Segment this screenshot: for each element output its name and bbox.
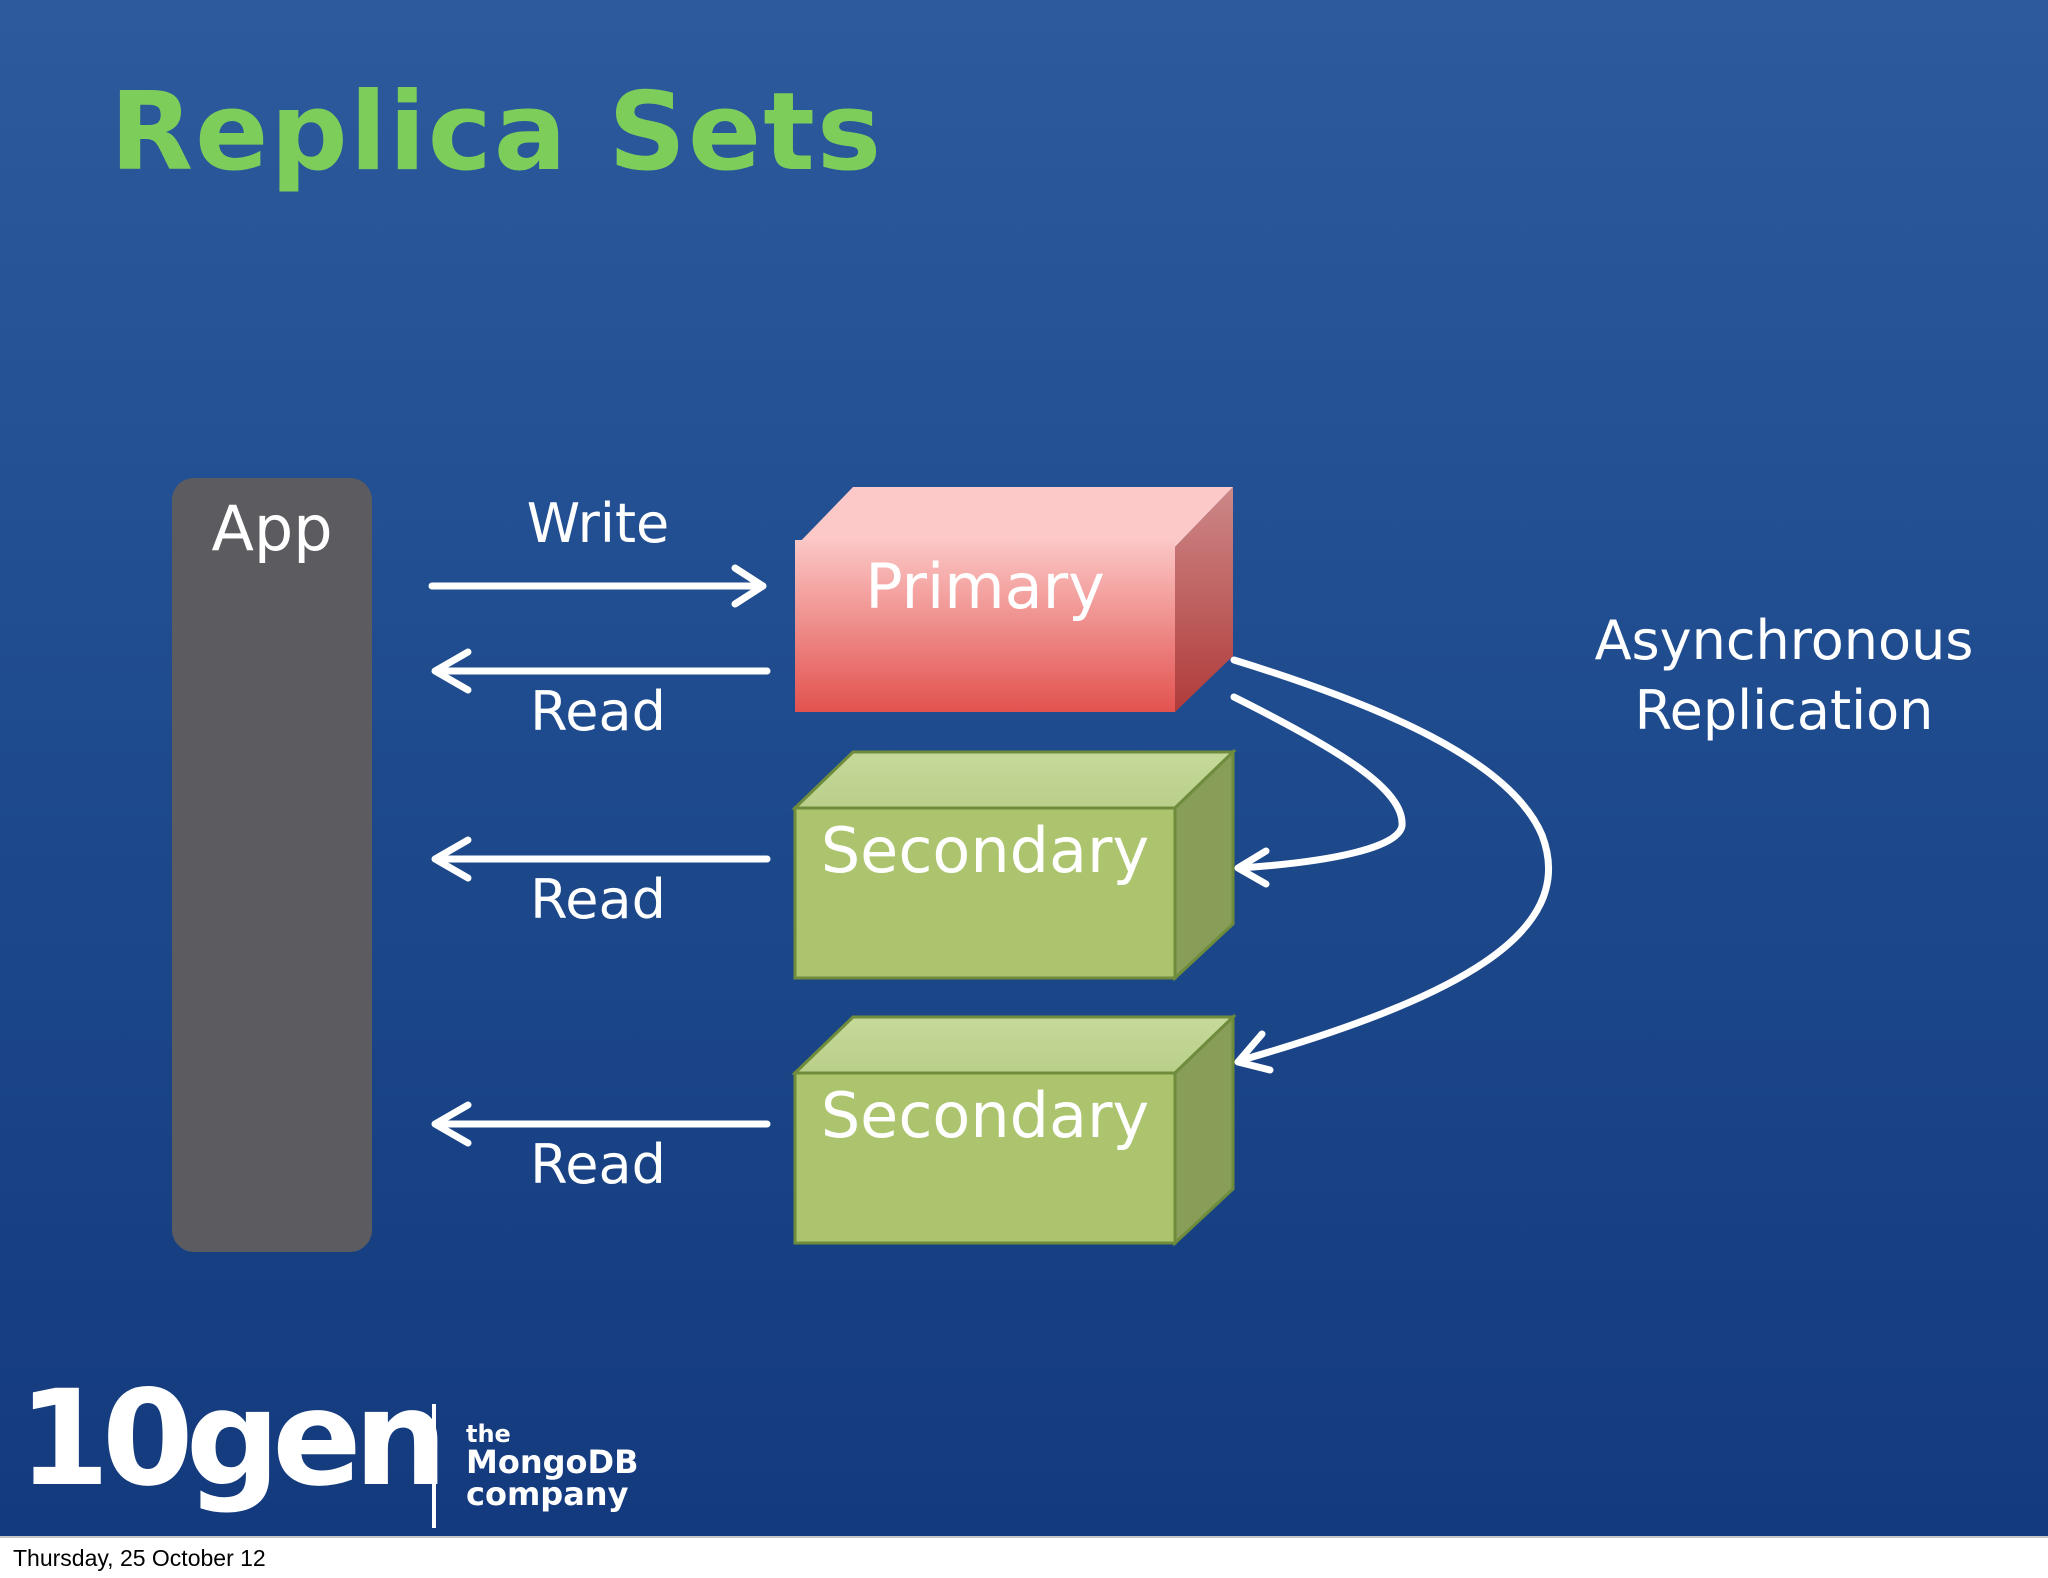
primary-node-side: [1175, 487, 1233, 712]
async-replication-line-1: Asynchronous: [1594, 609, 1974, 672]
10gen-logo: 10gen the MongoDB company: [18, 1362, 658, 1536]
app-box: App: [172, 478, 372, 1252]
app-label: App: [211, 492, 333, 565]
secondary-node-2: [791, 1013, 1237, 1247]
write-arrow: [428, 564, 767, 608]
secondary-node-1-top: [791, 750, 1237, 810]
logo-tagline-mongodb: MongoDB: [466, 1443, 639, 1481]
read-label-secondary-1: Read: [530, 868, 666, 931]
replication-arrow-secondary-1: [1230, 693, 1406, 888]
logo-divider: [432, 1404, 436, 1528]
secondary-node-2-top: [791, 1015, 1237, 1075]
primary-label: Primary: [865, 550, 1105, 623]
read-label-primary: Read: [530, 680, 666, 743]
secondary-label-1: Secondary: [820, 814, 1150, 887]
logo-wordmark: 10gen: [18, 1362, 448, 1516]
read-arrow-secondary-2: [431, 1101, 771, 1147]
async-replication-line-2: Replication: [1634, 679, 1934, 742]
read-arrow-secondary-1: [431, 836, 771, 882]
secondary-label-2: Secondary: [820, 1079, 1150, 1152]
logo-tagline-the: the: [466, 1420, 511, 1448]
primary-node-top: [795, 487, 1233, 547]
slide-title: Replica Sets: [110, 70, 884, 195]
secondary-node-2-front: [793, 1071, 1177, 1245]
primary-node: [795, 487, 1233, 712]
logo-tagline: the MongoDB company: [466, 1420, 639, 1513]
slide: Replica Sets: [0, 0, 2048, 1536]
diagram-canvas: [428, 487, 1552, 1247]
footer-bar: Thursday, 25 October 12: [0, 1536, 2048, 1578]
secondary-node-1: [791, 748, 1237, 982]
replication-arrow-secondary-2: [1230, 656, 1552, 1074]
write-label: Write: [526, 492, 670, 555]
footer-date: Thursday, 25 October 12: [13, 1545, 266, 1571]
async-replication-label: Asynchronous Replication: [1574, 606, 1994, 746]
primary-node-front: [795, 540, 1175, 712]
read-arrow-primary: [431, 648, 771, 694]
logo-tagline-company: company: [466, 1475, 629, 1513]
secondary-node-1-front: [793, 806, 1177, 980]
read-label-secondary-2: Read: [530, 1133, 666, 1196]
